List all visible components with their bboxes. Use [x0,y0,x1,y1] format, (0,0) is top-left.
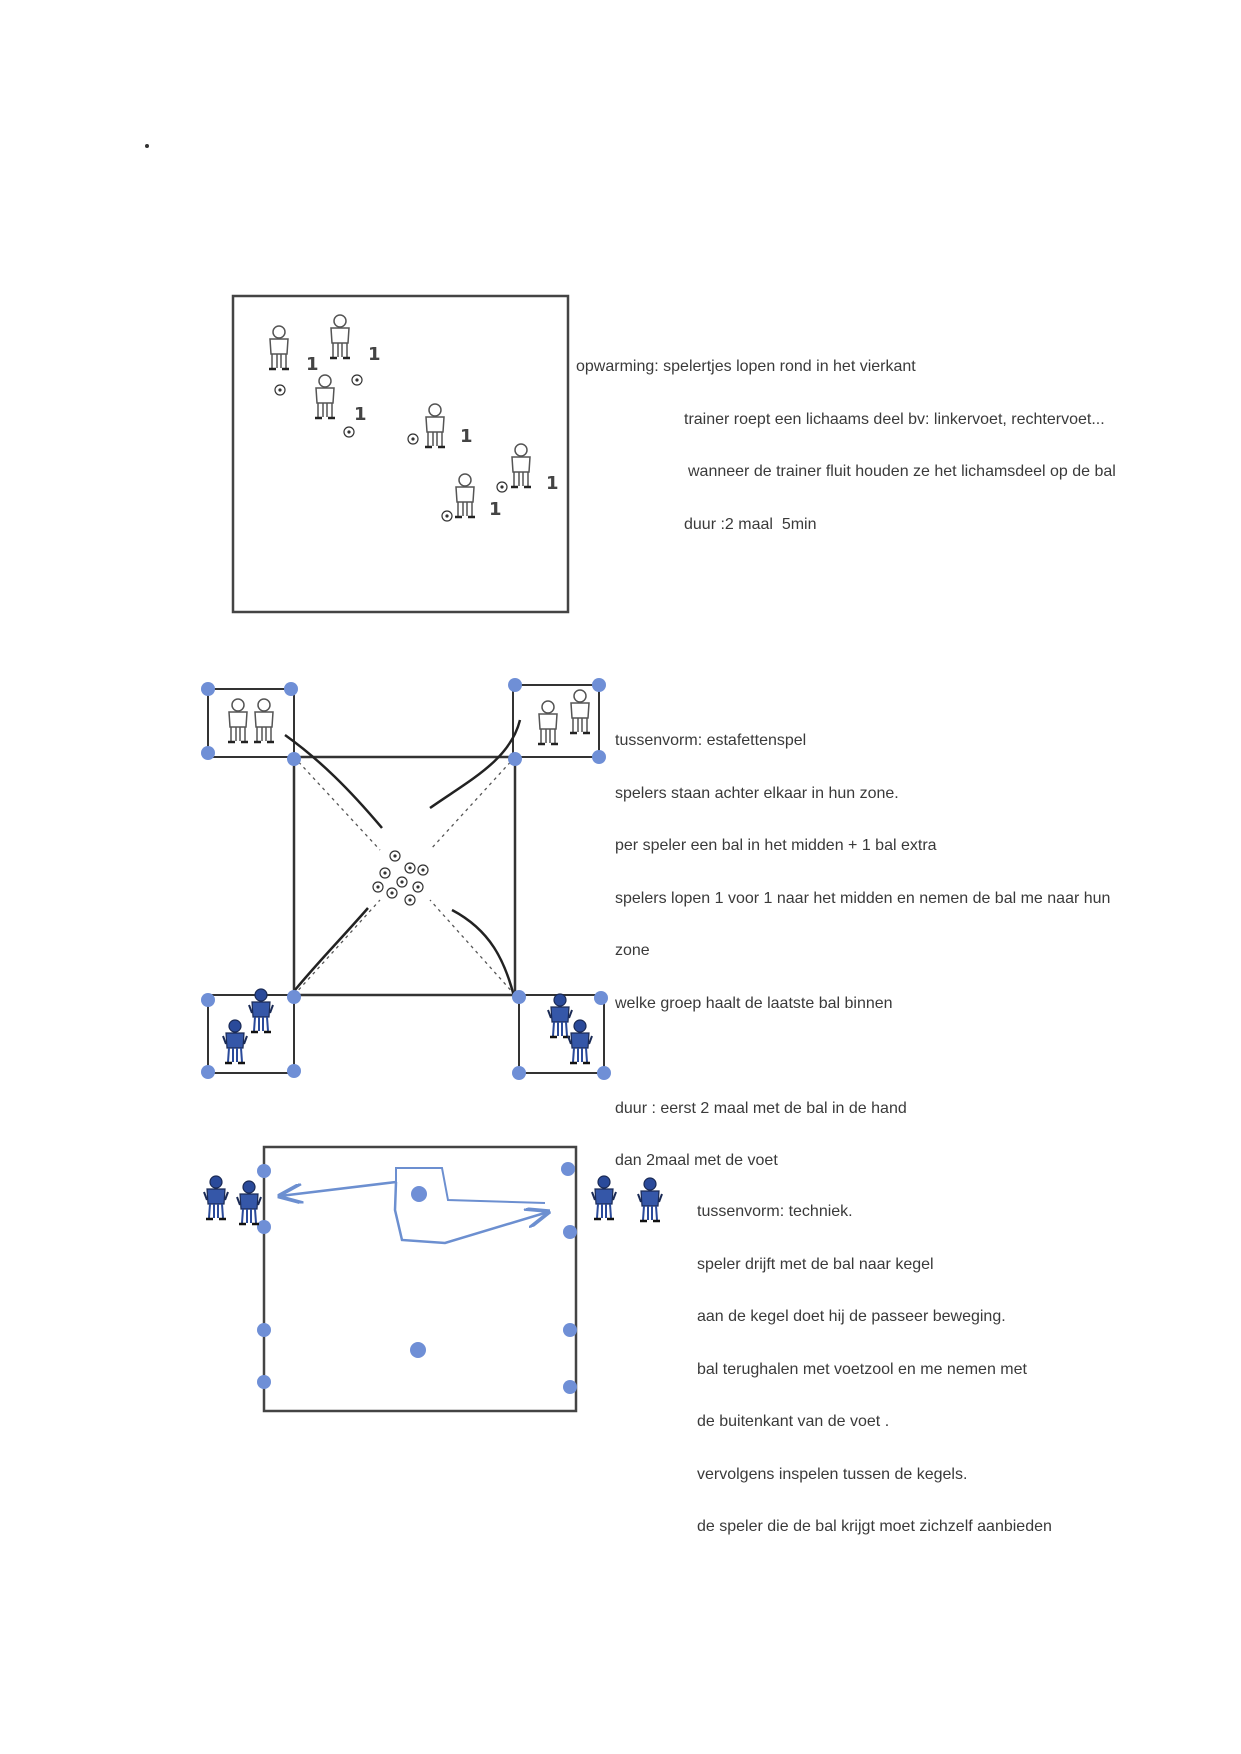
player-labels: 1 1 1 1 1 1 [306,344,559,520]
scan-dot [145,144,149,148]
text-line: spelers staan achter elkaar in hun zone. [615,784,899,802]
warmup-diagram: 1 1 1 1 1 1 [231,294,570,614]
text-line: tussenvorm: techniek. [697,1203,853,1220]
text-line: opwarming: spelertjes lopen rond in het … [576,358,916,375]
text-line: dan 2maal met de voet [615,1152,778,1169]
text-line: wanneer de trainer fluit houden ze het l… [688,463,1116,480]
relay-players [221,688,594,1065]
text-line: aan de kegel doet hij de passeer bewegin… [697,1308,1006,1325]
technique-description: tussenvorm: techniek. speler drijft met … [697,1168,1052,1553]
text-line: bal terughalen met voetzool en me nemen … [697,1360,1027,1378]
text-line: duur : eerst 2 maal met de bal in de han… [615,1099,907,1117]
dashed-paths [293,756,516,996]
svg-text:1: 1 [354,404,367,425]
arrow-right [393,1181,548,1245]
text-line: de speler die de bal krijgt moet zichzel… [697,1518,1052,1535]
zone-bottom-left [207,994,295,1074]
run-lines [284,719,522,1001]
svg-text:1: 1 [489,499,502,520]
svg-text:1: 1 [368,344,381,365]
players [267,313,533,519]
svg-text:1: 1 [546,473,559,494]
text-line: zone [615,942,650,959]
svg-text:1: 1 [306,354,319,375]
text-line: welke groep haalt de laatste bal binnen [615,994,893,1012]
text-line [615,1047,1110,1065]
cones [201,678,611,1080]
relay-diagram [201,678,611,1080]
center-square [292,755,517,997]
svg-text:1: 1 [460,426,473,447]
technique-diagram [202,1145,664,1413]
text-line: de buitenkant van de voet . [697,1413,890,1430]
warmup-description: opwarming: spelertjes lopen rond in het … [576,323,1116,551]
dribble-path [395,1167,546,1204]
zone-top-left [207,688,295,758]
relay-description: tussenvorm: estafettenspel spelers staan… [615,697,1110,1187]
text-line: vervolgens inspelen tussen de kegels. [697,1465,968,1483]
text-line: trainer roept een lichaams deel bv: link… [684,410,1105,428]
text-line: tussenvorm: estafettenspel [615,732,807,749]
text-line: per speler een bal in het midden + 1 bal… [615,837,937,854]
text-line: speler drijft met de bal naar kegel [697,1255,934,1273]
zone-top-right [512,684,600,758]
field-square [262,1145,578,1413]
text-line: duur :2 maal 5min [684,515,817,533]
center-balls [372,850,429,906]
cones [257,1162,577,1394]
field-square [231,294,570,614]
arrow-left [280,1180,397,1196]
technique-players [202,1174,664,1226]
text-line: spelers lopen 1 voor 1 naar het midden e… [615,889,1111,907]
